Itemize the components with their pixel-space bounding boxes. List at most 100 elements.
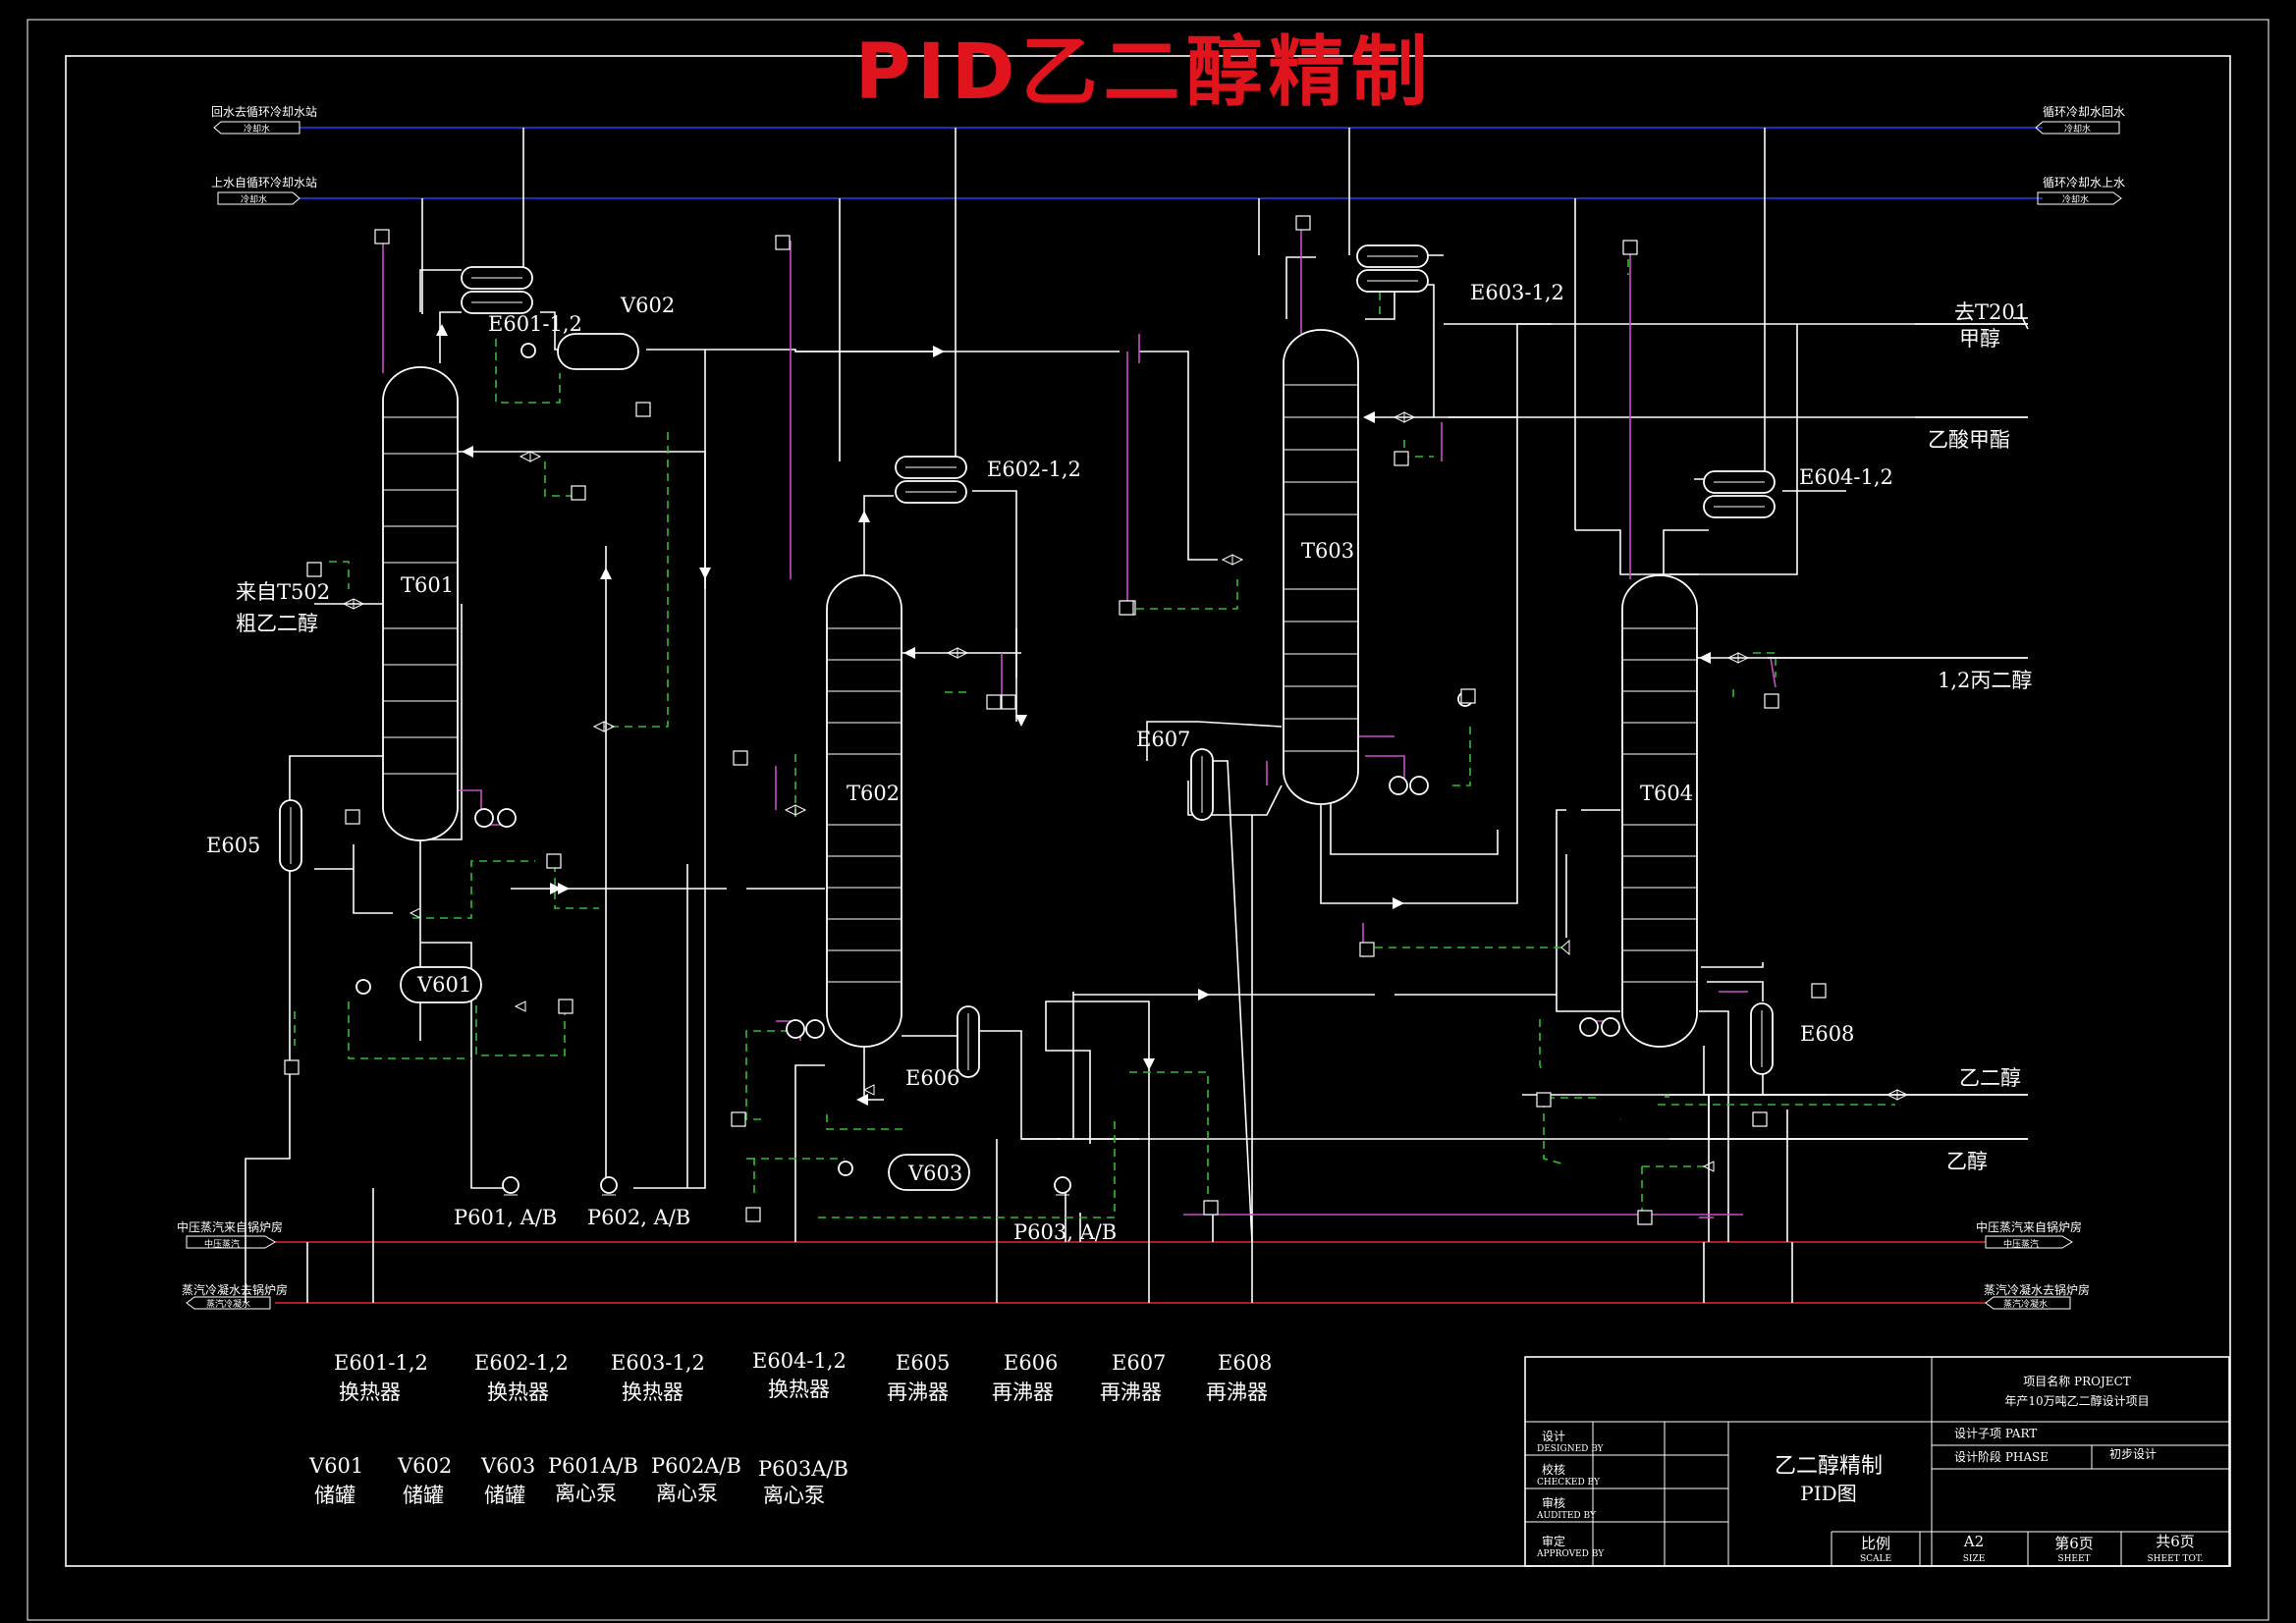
svg-text:T602: T602 xyxy=(847,782,900,805)
svg-text:再沸器: 再沸器 xyxy=(887,1380,949,1404)
svg-text:中压蒸汽来自锅炉房: 中压蒸汽来自锅炉房 xyxy=(1976,1219,2082,1234)
inner-frame xyxy=(65,55,2231,1567)
svg-text:循环冷却水上水: 循环冷却水上水 xyxy=(2043,176,2125,189)
svg-text:DESIGNED BY: DESIGNED BY xyxy=(1537,1444,1605,1454)
svg-text:换热器: 换热器 xyxy=(622,1380,683,1404)
svg-text:设计: 设计 xyxy=(1542,1430,1565,1443)
svg-text:V602: V602 xyxy=(620,294,675,317)
svg-text:粗乙二醇: 粗乙二醇 xyxy=(236,612,318,635)
svg-text:E606: E606 xyxy=(1004,1351,1058,1375)
svg-text:AUDITED BY: AUDITED BY xyxy=(1536,1511,1597,1521)
exchanger-e603: E603-1,2 xyxy=(1356,244,1564,304)
svg-text:审核: 审核 xyxy=(1542,1495,1565,1510)
svg-text:E607: E607 xyxy=(1112,1351,1166,1375)
svg-text:PID图: PID图 xyxy=(1800,1482,1856,1505)
svg-text:换热器: 换热器 xyxy=(487,1380,549,1404)
reboiler-e607: E607 xyxy=(1136,728,1214,821)
svg-text:P602A/B: P602A/B xyxy=(651,1454,741,1478)
svg-text:蒸汽冷凝水: 蒸汽冷凝水 xyxy=(206,1298,250,1310)
vessel-v603: V603 xyxy=(888,1154,970,1191)
svg-text:E602-1,2: E602-1,2 xyxy=(987,458,1081,481)
svg-text:上水自循环冷却水站: 上水自循环冷却水站 xyxy=(211,176,317,189)
pump-p603: P603, A/B xyxy=(1013,1176,1117,1244)
utility-tags: 回水去循环冷却水站 冷却水 上水自循环冷却水站 冷却水 循环冷却水回水 冷却水 … xyxy=(177,105,2125,1310)
svg-text:蒸汽冷凝水去锅炉房: 蒸汽冷凝水去锅炉房 xyxy=(182,1282,288,1297)
svg-text:冷却水: 冷却水 xyxy=(241,193,267,205)
svg-text:中压蒸汽来自锅炉房: 中压蒸汽来自锅炉房 xyxy=(177,1219,283,1234)
svg-text:循环冷却水回水: 循环冷却水回水 xyxy=(2043,105,2125,119)
svg-text:甲醇: 甲醇 xyxy=(1959,327,2000,351)
svg-text:蒸汽冷凝水去锅炉房: 蒸汽冷凝水去锅炉房 xyxy=(1984,1282,2090,1297)
svg-text:P603A/B: P603A/B xyxy=(758,1457,848,1481)
column-t604: T604 xyxy=(1621,574,1698,1048)
outer-frame xyxy=(27,19,2269,1621)
exchanger-e601: E601-1,2 xyxy=(461,266,582,336)
svg-text:再沸器: 再沸器 xyxy=(1206,1380,1268,1404)
svg-text:第6页: 第6页 xyxy=(2054,1535,2094,1552)
exchanger-e602: E602-1,2 xyxy=(895,456,1081,504)
reboiler-e605: E605 xyxy=(206,799,302,872)
svg-text:E603-1,2: E603-1,2 xyxy=(1470,281,1564,304)
svg-text:1,2丙二醇: 1,2丙二醇 xyxy=(1938,669,2032,692)
svg-text:V603: V603 xyxy=(907,1162,962,1185)
svg-text:乙二醇精制: 乙二醇精制 xyxy=(1775,1454,1883,1479)
signal-lines xyxy=(294,245,1895,1218)
title-block: 项目名称 PROJECT 年产10万吨乙二醇设计项目 设计子项 PART 设计阶… xyxy=(1524,1356,2230,1567)
svg-text:P603, A/B: P603, A/B xyxy=(1013,1220,1117,1244)
svg-text:E601-1,2: E601-1,2 xyxy=(334,1351,428,1375)
stream-outlets xyxy=(1768,317,2028,659)
stream-labels: 来自T502 粗乙二醇 去T201 甲醇 乙酸甲酯 1,2丙二醇 乙二醇 乙醇 xyxy=(236,300,2032,1173)
svg-text:离心泵: 离心泵 xyxy=(555,1482,617,1505)
drawing-title: PID乙二醇精制 xyxy=(855,28,1434,117)
svg-text:SHEET TOT.: SHEET TOT. xyxy=(2148,1554,2204,1564)
svg-text:E608: E608 xyxy=(1218,1351,1272,1375)
svg-text:E604-1,2: E604-1,2 xyxy=(1799,465,1893,489)
pump-p602: P602, A/B xyxy=(587,1176,690,1229)
svg-text:中压蒸汽: 中压蒸汽 xyxy=(204,1238,240,1250)
svg-text:初步设计: 初步设计 xyxy=(2109,1447,2157,1461)
svg-text:E605: E605 xyxy=(896,1351,950,1375)
vessel-v601: V601 xyxy=(400,966,482,1003)
control-valves xyxy=(342,411,1909,1172)
column-t602: T602 xyxy=(826,574,902,1048)
svg-text:冷却水: 冷却水 xyxy=(2064,123,2091,135)
svg-text:T603: T603 xyxy=(1301,539,1354,563)
reboiler-e608: E608 xyxy=(1750,1002,1854,1075)
svg-text:冷却水: 冷却水 xyxy=(244,123,270,135)
svg-text:E601-1,2: E601-1,2 xyxy=(488,312,582,336)
svg-text:乙二醇: 乙二醇 xyxy=(1959,1066,2021,1090)
svg-text:校核: 校核 xyxy=(1542,1462,1565,1477)
svg-text:蒸汽冷凝水: 蒸汽冷凝水 xyxy=(2003,1298,2048,1310)
svg-text:设计子项 PART: 设计子项 PART xyxy=(1954,1427,2037,1440)
svg-text:E608: E608 xyxy=(1800,1022,1854,1046)
svg-text:E607: E607 xyxy=(1136,728,1190,751)
svg-text:APPROVED BY: APPROVED BY xyxy=(1536,1549,1605,1559)
svg-text:SIZE: SIZE xyxy=(1963,1554,1986,1564)
svg-text:SCALE: SCALE xyxy=(1860,1554,1891,1564)
svg-text:储罐: 储罐 xyxy=(314,1484,355,1507)
svg-text:换热器: 换热器 xyxy=(339,1380,401,1404)
utility-headers xyxy=(275,127,2043,1304)
svg-text:中压蒸汽: 中压蒸汽 xyxy=(2003,1238,2039,1250)
svg-text:去T201: 去T201 xyxy=(1954,300,2028,324)
svg-text:V603: V603 xyxy=(480,1454,535,1478)
svg-text:来自T502: 来自T502 xyxy=(236,580,330,604)
svg-text:储罐: 储罐 xyxy=(403,1484,444,1507)
svg-text:再沸器: 再沸器 xyxy=(992,1380,1054,1404)
svg-text:离心泵: 离心泵 xyxy=(763,1484,825,1507)
svg-text:A2: A2 xyxy=(1963,1533,1984,1550)
pump-p601: P601, A/B xyxy=(454,1176,557,1229)
svg-text:换热器: 换热器 xyxy=(768,1378,830,1401)
svg-text:E603-1,2: E603-1,2 xyxy=(611,1351,705,1375)
svg-text:T604: T604 xyxy=(1640,782,1693,805)
svg-text:E604-1,2: E604-1,2 xyxy=(752,1349,847,1373)
svg-text:P602, A/B: P602, A/B xyxy=(587,1206,690,1229)
equipment-legend: E601-1,2 换热器 E602-1,2 换热器 E603-1,2 换热器 E… xyxy=(308,1349,1272,1507)
flow-arrows xyxy=(436,324,1711,1106)
svg-text:项目名称 PROJECT: 项目名称 PROJECT xyxy=(2023,1374,2131,1388)
svg-text:比例: 比例 xyxy=(1861,1535,1890,1552)
svg-text:再沸器: 再沸器 xyxy=(1100,1380,1162,1404)
svg-text:T601: T601 xyxy=(401,573,454,597)
svg-text:设计阶段 PHASE: 设计阶段 PHASE xyxy=(1954,1449,2049,1464)
